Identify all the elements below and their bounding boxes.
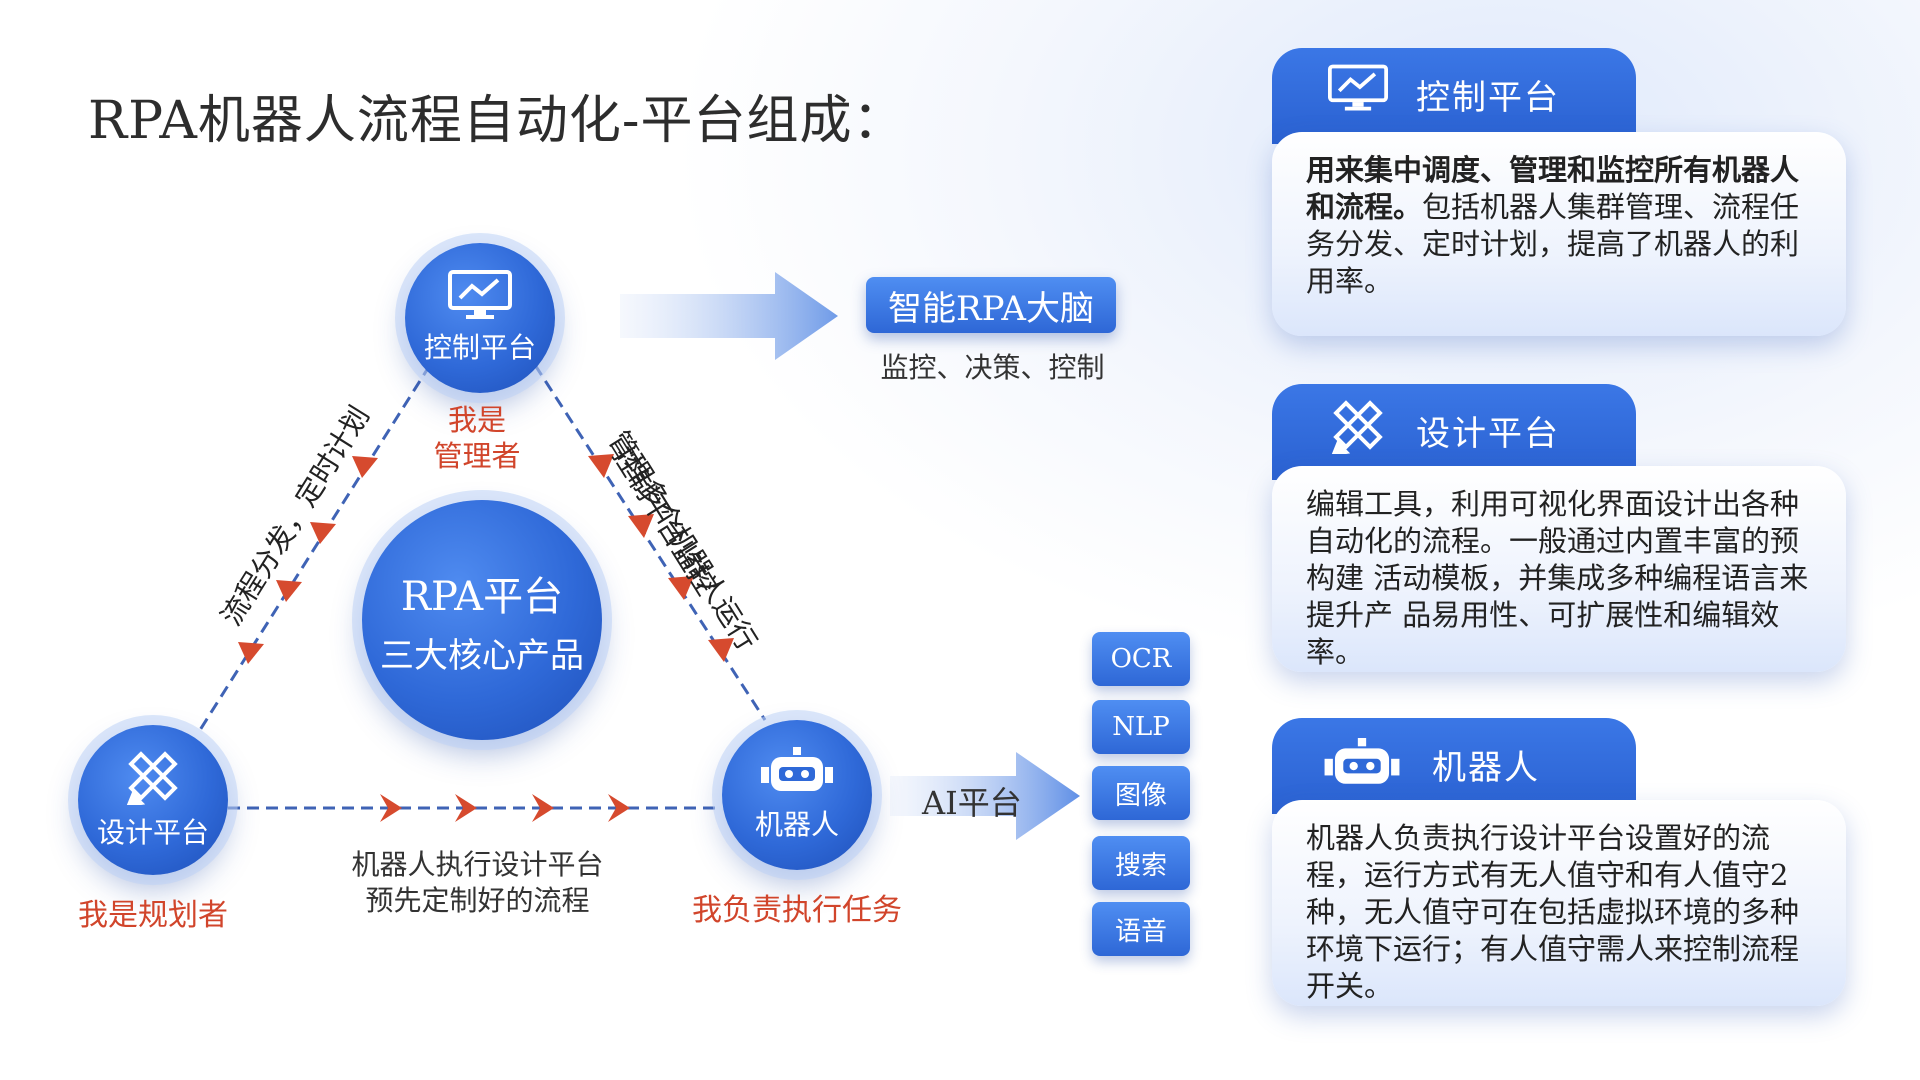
ai-item-nlp: NLP — [1092, 700, 1190, 754]
smart-rpa-brain: 智能RPA大脑 — [866, 277, 1116, 333]
card-robot-text: 机器人负责执行设计平台设置好的流程，运行方式有无人值守和有人值守2种，无人值守可… — [1306, 821, 1800, 1003]
monitor-chart-icon — [1328, 64, 1388, 111]
card-control-bold-text: 用来集中调度、管理和监控所有机器人和流程。 — [1306, 153, 1800, 224]
card-robot-title: 机器人 — [1432, 748, 1540, 788]
page-title: RPA机器人流程自动化-平台组成： — [88, 91, 906, 151]
brain-caption: 监控、决策、控制 — [880, 351, 1105, 384]
rpa-platform-center: RPA平台 三大核心产品 — [362, 500, 602, 740]
left-edge-arrows — [238, 456, 378, 664]
bottom-edge-line1: 机器人执行设计平台 — [351, 848, 604, 881]
center-title: RPA平台 — [400, 573, 564, 620]
ai-item-image: 图像 — [1092, 766, 1190, 820]
robot-icon — [761, 747, 833, 791]
card-control-title: 控制平台 — [1416, 78, 1560, 118]
card-robot-body: 机器人负责执行设计平台设置好的流程，运行方式有无人值守和有人值守2种，无人值守可… — [1272, 800, 1846, 1006]
card-robot-tab: 机器人 — [1272, 718, 1636, 814]
right-edge-arrows — [588, 454, 734, 662]
robot-icon — [1324, 738, 1400, 784]
design-node-label: 设计平台 — [96, 816, 209, 849]
card-control-body: 用来集中调度、管理和监控所有机器人和流程。包括机器人集群管理、流程任务分发、定时… — [1272, 132, 1846, 336]
monitor-chart-icon — [448, 270, 512, 319]
robot-node-label: 机器人 — [754, 808, 839, 841]
ai-item-voice: 语音 — [1092, 902, 1190, 956]
card-design-body: 编辑工具，利用可视化界面设计出各种自动化的流程。一般通过内置丰富的预构建 活动模… — [1272, 466, 1846, 672]
bottom-edge-label: 机器人执行设计平台 预先定制好的流程 — [340, 847, 615, 919]
ai-item-ocr: OCR — [1092, 632, 1190, 686]
bottom-edge-arrows — [380, 794, 630, 822]
card-design-title: 设计平台 — [1416, 414, 1560, 454]
card-design-tab: 设计平台 — [1272, 384, 1636, 480]
ai-item-search: 搜索 — [1092, 836, 1190, 890]
design-platform-node: 设计平台 — [78, 725, 228, 875]
robot-node: 机器人 — [722, 720, 872, 870]
bottom-edge-line2: 预先定制好的流程 — [365, 884, 590, 917]
card-design-text: 编辑工具，利用可视化界面设计出各种自动化的流程。一般通过内置丰富的预构建 活动模… — [1306, 487, 1809, 669]
design-role: 我是规划者 — [78, 898, 228, 933]
card-control-text: 包括机器人集群管理、流程任务分发、定时计划，提高了机器人的利用率。 — [1306, 190, 1800, 298]
brain-arrow — [620, 272, 838, 360]
robot-role: 我负责执行任务 — [692, 893, 902, 928]
center-subtitle: 三大核心产品 — [380, 635, 584, 676]
control-node-label: 控制平台 — [423, 331, 536, 364]
control-role-line1: 我是 — [447, 403, 506, 437]
edge-control-robot — [533, 364, 767, 721]
edge-control-design — [198, 364, 432, 731]
pencil-ruler-icon — [126, 751, 178, 805]
control-role: 我是 管理者 — [432, 402, 522, 474]
card-control-tab: 控制平台 — [1272, 48, 1636, 144]
pencil-ruler-icon — [1331, 400, 1383, 454]
control-role-line2: 管理者 — [433, 439, 521, 473]
control-platform-node: 控制平台 — [405, 243, 555, 393]
ai-arrow — [890, 752, 1080, 840]
ai-platform-label: AI平台 — [922, 784, 1022, 822]
